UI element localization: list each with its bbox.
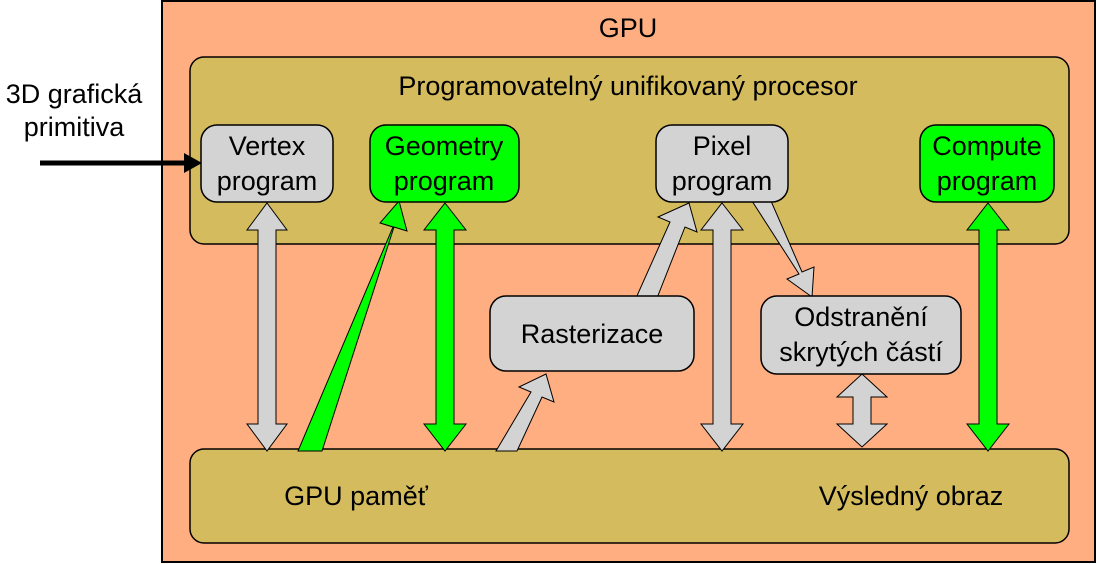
geometry-memory-arrow [422, 202, 468, 452]
compute-program-line2: program [937, 166, 1038, 196]
compute-program-line1: Compute [932, 131, 1042, 161]
rasterization-node [489, 295, 695, 372]
processor-title: Programovatelný unifikovaný procesor [398, 71, 857, 101]
pixel-program-line2: program [672, 166, 773, 196]
gpu-memory-label: GPU paměť [284, 481, 429, 511]
geometry-program-node [369, 124, 520, 203]
input-arrow-head [184, 153, 202, 173]
hidden-removal-line1: Odstranění [794, 302, 928, 332]
hidden-removal-node [760, 295, 962, 375]
pixel-program-node [655, 124, 789, 203]
memory-panel [189, 448, 1070, 544]
vertex-memory-arrow [246, 202, 288, 452]
input-label-line1: 3D grafická [6, 79, 144, 109]
geometry-program-line2: program [394, 166, 495, 196]
vertex-program-line1: Vertex [229, 131, 306, 161]
geometry-program-line1: Geometry [385, 131, 504, 161]
pixel-hidden-arrow [751, 200, 815, 298]
gpu-title: GPU [599, 13, 658, 43]
hidden-memory-arrow [835, 373, 889, 448]
vertex-program-node [200, 124, 334, 203]
rasterization-label: Rasterizace [521, 319, 664, 349]
input-label-line2: primitiva [24, 112, 125, 142]
raster-pixel-arrow [635, 202, 698, 299]
compute-program-node [919, 124, 1055, 203]
memory-raster-arrow [495, 373, 555, 452]
memory-geometry-arrow [297, 199, 408, 452]
hidden-removal-line2: skrytých částí [779, 337, 943, 367]
pixel-memory-arrow [699, 202, 745, 452]
pixel-program-line1: Pixel [693, 131, 752, 161]
compute-memory-arrow [965, 202, 1011, 452]
result-image-label: Výsledný obraz [819, 481, 1004, 511]
vertex-program-line2: program [217, 166, 318, 196]
